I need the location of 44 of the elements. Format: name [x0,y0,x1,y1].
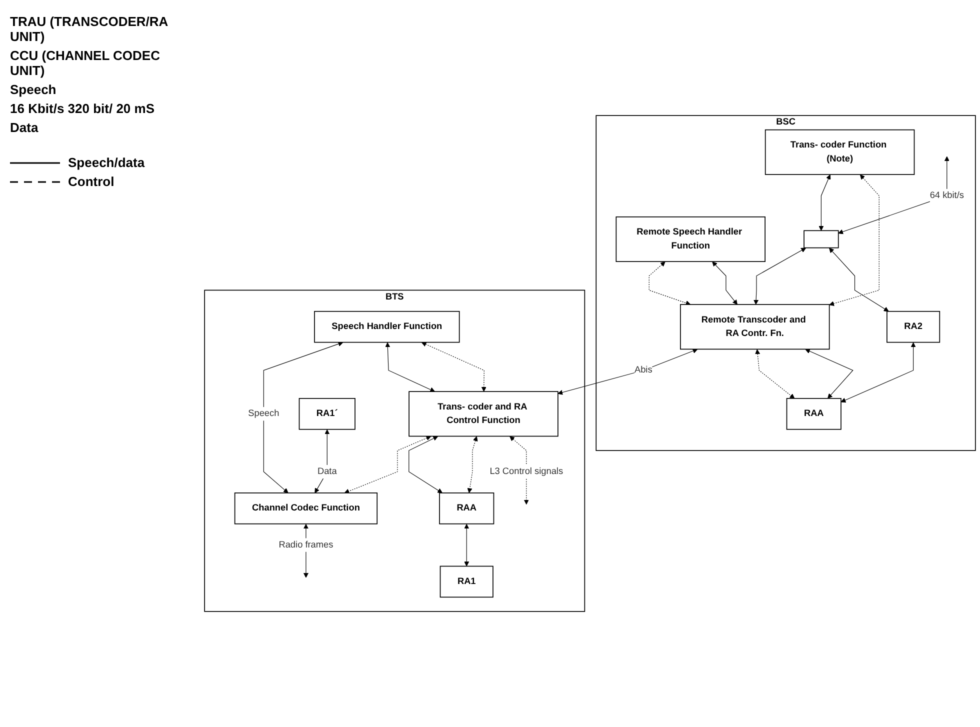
arrow [840,342,916,403]
arrow [754,248,806,305]
arrow [344,436,432,494]
edge-label: Speech [248,408,280,418]
node-box: RA1´ [298,398,356,430]
arrow [385,342,435,392]
arrow [828,248,889,312]
legend-label: Control [68,174,114,189]
edge-label: Radio frames [278,540,334,550]
node-box: RA2 [886,310,940,343]
annotation-text: 16 Kbit/s 320 bit/ 20 mS [10,101,156,116]
node-box: RAA [439,492,494,524]
arrow [755,349,795,399]
arrow [464,524,470,566]
arrow [408,436,442,494]
node-box: RA1 [440,566,494,598]
arrow [818,174,831,231]
node-box: Trans- coder Function (Note) [764,129,915,175]
arrow [805,348,854,399]
annotation-text: Data [10,120,40,135]
node-box: Trans- coder and RA Control Function [408,391,558,437]
edge-label: 64 kbit/s [930,190,964,200]
edge-label: L3 Control signals [490,466,564,476]
arrow [829,174,880,306]
node-box [804,230,839,248]
arrow [421,342,486,392]
arrow [510,436,529,505]
arrow [558,348,698,395]
legend-label: Speech/data [68,155,145,170]
edge-label: Abis [634,365,652,375]
node-box: Speech Handler Function [314,310,460,343]
node-box: RAA [786,398,842,430]
arrow [467,436,478,494]
arrow [712,262,738,305]
arrow [648,261,691,306]
arrow [263,342,344,494]
edge-label: Data [317,466,337,476]
arrow [314,429,330,494]
node-box: Remote Transcoder and RA Contr. Fn. [680,304,830,350]
node-box: Channel Codec Function [234,492,378,524]
annotation-text: Speech [10,82,58,97]
annotation-text: TRAU (TRANSCODER/RA UNIT) [10,14,169,44]
annotation-text: CCU (CHANNEL CODEC UNIT) [10,48,161,78]
node-box: Remote Speech Handler Function [616,216,766,262]
